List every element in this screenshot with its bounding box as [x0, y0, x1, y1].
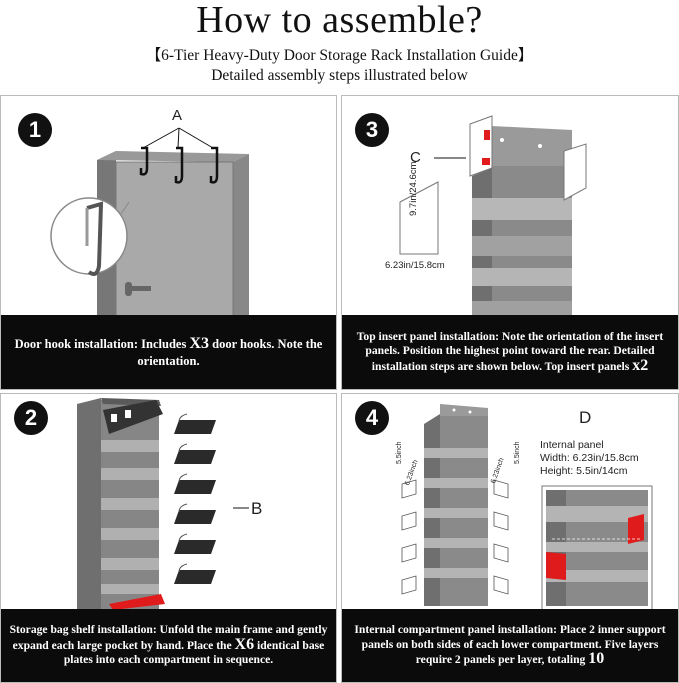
step-3-caption: Top insert panel installation: Note the … [342, 315, 678, 389]
step-2-caption-text: Storage bag shelf installation: Unfold t… [9, 623, 328, 652]
step-4-label-d: D [579, 408, 592, 427]
step-2-label-b: B [251, 499, 263, 518]
step-1-label-a: A [172, 107, 183, 124]
step-4-internal-height: Height: 5.5in/14cm [540, 465, 628, 477]
page-title: How to assemble? [196, 0, 483, 41]
step-3-label-c: C [410, 149, 421, 166]
step-4-caption: Internal compartment panel installation:… [342, 609, 678, 682]
door-hook-illustration [50, 127, 249, 322]
step-4-internal-title: Internal panel [540, 439, 604, 451]
step-4-dim-side-d: 5.5inch [514, 441, 521, 464]
step-4-badge: 4 [355, 401, 389, 435]
step-2-caption-tail: identical base plates into each compartm… [63, 638, 325, 667]
step-1-caption: Door hook installation: Includes X3 door… [1, 315, 336, 389]
step-2-badge: 2 [14, 401, 48, 435]
shelf-installation-illustration [77, 398, 249, 610]
step-1-badge: 1 [18, 113, 52, 147]
step-4-caption-text: Internal compartment panel installation:… [354, 623, 666, 667]
page-subtitle: 【6-Tier Heavy-Duty Door Storage Rack Ins… [145, 47, 534, 64]
step-1-panel: 1 A Door hook installation: Includes X3 … [0, 95, 337, 390]
step-3-caption-count: x2 [632, 356, 649, 374]
step-4-caption-count: 10 [588, 650, 605, 668]
step-3-panel: 3 C 9.7in/24.6cm 6.23in/15.8cm Top inser… [341, 95, 679, 390]
step-3-caption-text: Top insert panel installation: Note the … [356, 329, 664, 373]
step-2-caption-count: X6 [234, 635, 255, 653]
page-subtitle-2: Detailed assembly steps illustrated belo… [211, 67, 468, 84]
step-3-dim-width: 6.23in/15.8cm [385, 260, 445, 271]
step-4-internal-width: Width: 6.23in/15.8cm [540, 452, 639, 464]
step-4-dim-side-a: 5.5inch [396, 441, 403, 464]
step-2-panel: 2 B Storage bag shelf installation: Unfo… [0, 393, 337, 683]
step-1-caption-tail: door hooks. Note the orientation. [137, 336, 323, 368]
step-4-panel: 4 D 5.5inch 6.23inch 6.23inch 5.5inch In… [341, 393, 679, 683]
step-2-caption: Storage bag shelf installation: Unfold t… [1, 609, 336, 682]
internal-panel-illustration [401, 404, 653, 611]
step-3-dim-height: 9.7in/24.6cm [408, 161, 419, 216]
step-1-caption-text: Door hook installation: Includes [14, 336, 190, 351]
step-3-badge: 3 [355, 113, 389, 147]
step-1-caption-count: X3 [189, 334, 210, 352]
top-insert-illustration [399, 115, 587, 324]
